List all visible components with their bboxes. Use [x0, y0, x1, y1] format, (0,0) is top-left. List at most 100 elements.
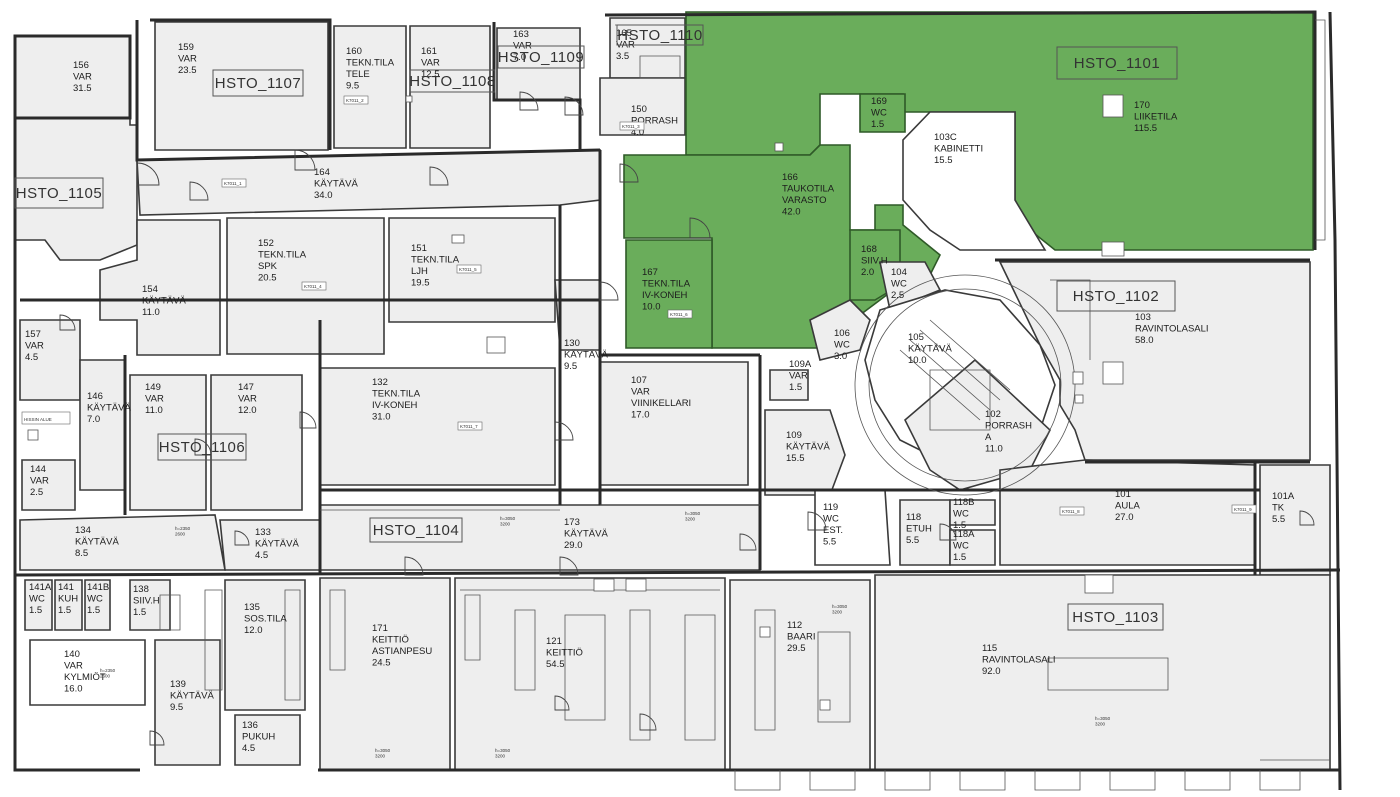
- zone-label-HSTO_1108[interactable]: HSTO_1108: [409, 73, 496, 90]
- room-146[interactable]: [79, 359, 126, 491]
- room-tag: [456, 264, 482, 274]
- zone-label-HSTO_1102[interactable]: HSTO_1102: [1073, 288, 1160, 305]
- door-swing: [559, 556, 579, 576]
- room-103C[interactable]: [902, 111, 1047, 251]
- room-135[interactable]: [224, 579, 306, 711]
- drawing-detail: [564, 614, 606, 721]
- drawing-detail: [809, 770, 856, 791]
- zone-box-HSTO_1107: [212, 69, 304, 97]
- drawing-detail: [159, 594, 181, 631]
- zone-label-HSTO_1110[interactable]: HSTO_1110: [617, 27, 702, 44]
- zone-box-HSTO_1110: [616, 24, 704, 46]
- room-140[interactable]: [29, 639, 146, 706]
- door-swing: [807, 511, 827, 531]
- zone-label-HSTO_1106[interactable]: HSTO_1106: [159, 439, 246, 456]
- fixtures: [27, 94, 1125, 711]
- wall-segment: [135, 20, 601, 162]
- room-134[interactable]: [19, 514, 226, 571]
- wall-segment: [13, 34, 132, 120]
- room-154[interactable]: [99, 219, 221, 356]
- stair-rotunda-inner: [868, 288, 1062, 482]
- room-160[interactable]: [333, 25, 407, 149]
- door-swing: [564, 96, 584, 116]
- room-112[interactable]: [729, 579, 871, 771]
- room-118A[interactable]: [949, 529, 996, 566]
- room-109A[interactable]: [769, 369, 809, 401]
- door-swing: [554, 695, 570, 711]
- door-swing: [1299, 510, 1315, 526]
- room-tag-text: K7011_5: [459, 267, 477, 272]
- zone-label-HSTO_1101[interactable]: HSTO_1101: [1074, 55, 1161, 72]
- drawing-detail: [1109, 770, 1156, 791]
- zone-label-HSTO_1104[interactable]: HSTO_1104: [373, 522, 460, 539]
- stair-rotunda-outline: [854, 274, 1076, 496]
- room-171[interactable]: [319, 577, 451, 771]
- room-144[interactable]: [21, 459, 76, 511]
- door-swing: [429, 166, 449, 186]
- room-141B[interactable]: [84, 579, 111, 631]
- zone-label-HSTO_1103[interactable]: HSTO_1103: [1072, 609, 1159, 626]
- room-159[interactable]: [154, 21, 329, 151]
- room-101A[interactable]: [1259, 464, 1331, 576]
- room-tag-text: K7011_1: [224, 181, 242, 186]
- room-147[interactable]: [210, 374, 303, 511]
- drawing-detail: [1050, 279, 1091, 360]
- room-161[interactable]: [409, 25, 491, 149]
- room-tag-text: K7011_3: [622, 124, 640, 129]
- zone-label-HSTO_1105[interactable]: HSTO_1105: [16, 185, 103, 202]
- drawing-detail: [684, 614, 716, 741]
- room-141[interactable]: [54, 579, 83, 631]
- room-149[interactable]: [129, 374, 207, 511]
- zone-label-HSTO_1107[interactable]: HSTO_1107: [215, 75, 302, 92]
- drawing-detail: [1034, 770, 1081, 791]
- room-136[interactable]: [234, 714, 301, 766]
- wall-segment: [13, 118, 140, 772]
- door-swing: [189, 181, 209, 201]
- wall-lines: [13, 10, 1342, 791]
- elevator-box: [21, 411, 71, 425]
- room-132[interactable]: [319, 367, 556, 486]
- door-swing: [639, 713, 657, 731]
- fixture: [1102, 94, 1124, 118]
- room-169[interactable]: [859, 93, 906, 133]
- room-141A[interactable]: [24, 579, 53, 631]
- zone-box-HSTO_1102: [1056, 280, 1176, 312]
- room-139[interactable]: [154, 639, 221, 766]
- drawing-detail: [629, 609, 651, 741]
- room-tag: [457, 421, 483, 431]
- room-107[interactable]: [599, 361, 749, 486]
- room-121[interactable]: [454, 577, 726, 771]
- zone-box-HSTO_1104: [369, 517, 463, 543]
- room-109[interactable]: [764, 409, 846, 496]
- drawing-detail: [284, 589, 301, 701]
- room-118B[interactable]: [949, 499, 996, 526]
- drawing-detail: [1259, 770, 1301, 791]
- wall-segment: [492, 22, 582, 150]
- room-106[interactable]: [809, 299, 871, 361]
- fixture: [1084, 574, 1114, 594]
- zone-label-HSTO_1109[interactable]: HSTO_1109: [498, 49, 585, 66]
- room-167[interactable]: [625, 239, 713, 349]
- fixture: [625, 578, 647, 592]
